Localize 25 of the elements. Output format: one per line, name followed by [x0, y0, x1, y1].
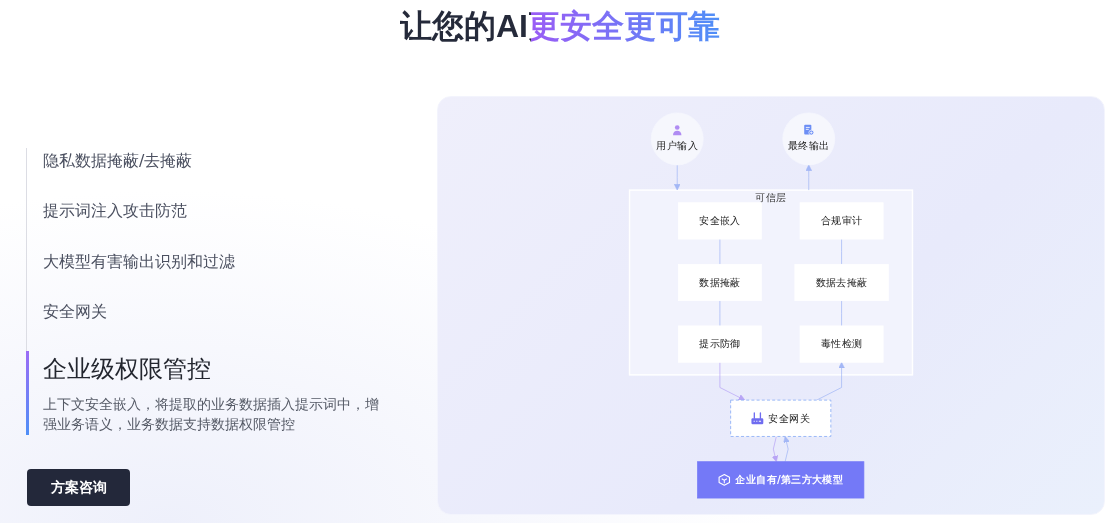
process-box: 提示防御 [677, 325, 762, 363]
tab-label: 大模型有害输出识别和过滤 [43, 251, 235, 273]
tab-label: 提示词注入攻击防范 [43, 200, 187, 222]
connector-line [841, 300, 842, 327]
node-label: 最终输出 [787, 138, 830, 151]
input-circle [650, 112, 704, 166]
gateway-box [730, 399, 832, 437]
process-box: 毒性检测 [799, 325, 884, 363]
process-box: 数据掩蔽 [677, 263, 762, 302]
process-box: 合规审计 [799, 202, 884, 240]
active-tab-title: 企业级权限管控 [43, 354, 211, 385]
node-label: 企业自有/第三方大模型 [735, 473, 844, 486]
node-label: 用户输入 [656, 138, 698, 151]
tab-description: 上下文安全嵌入，将提取的业务数据插入提示词中，增强业务语义，业务数据支持数据权限管控 [43, 395, 380, 434]
process-box: 数据去掩蔽 [794, 263, 889, 302]
connector-line [841, 238, 842, 265]
model-box [697, 461, 865, 499]
connector-line [719, 238, 721, 265]
tab-label: 安全网关 [43, 301, 107, 323]
tab-label: 隐私数据掩蔽/去掩蔽 [43, 150, 193, 172]
connector-line [719, 300, 721, 327]
consult-button: 方案咨询 [27, 469, 130, 506]
output-circle [782, 112, 836, 166]
node-label: 安全网关 [768, 412, 811, 424]
process-box: 安全嵌入 [677, 202, 762, 240]
